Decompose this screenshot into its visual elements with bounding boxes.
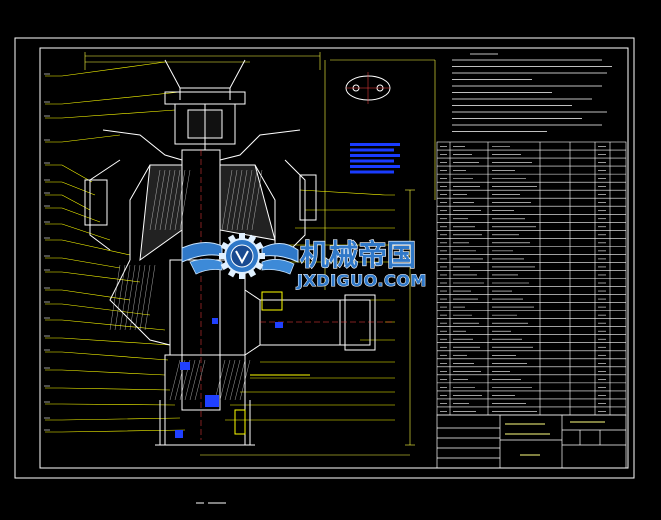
hatch-line <box>246 169 258 231</box>
leader-line <box>45 239 131 256</box>
leader-line <box>45 303 151 316</box>
title-block <box>436 414 627 469</box>
note-line <box>350 159 394 163</box>
hatch-line <box>184 359 196 401</box>
parts-list-table <box>436 141 627 416</box>
hatch-line <box>234 359 246 401</box>
leader-line <box>45 109 176 119</box>
hatch-line <box>114 264 126 331</box>
inner-border <box>39 47 629 469</box>
blue-accents <box>175 318 283 438</box>
hatch-line <box>251 169 263 231</box>
hatch-line <box>214 359 226 401</box>
hatch-line <box>154 169 166 231</box>
leader-line <box>299 189 395 196</box>
blue-note-block <box>350 143 400 174</box>
leader-line <box>45 289 131 301</box>
top-dimensions <box>84 52 436 290</box>
leader-line <box>45 181 96 196</box>
leader-line <box>45 223 111 241</box>
hatch-line <box>179 169 191 231</box>
hatch-line <box>159 169 171 231</box>
hatch-line <box>149 169 161 231</box>
leader-line <box>45 337 171 346</box>
hatch-line <box>221 169 233 231</box>
hatch-line <box>224 359 236 401</box>
yellow-accents <box>234 291 310 435</box>
note-line <box>350 165 400 168</box>
technical-notes <box>452 53 612 132</box>
leader-line <box>45 207 101 223</box>
leader-line <box>45 319 166 331</box>
hatch-line <box>236 169 248 231</box>
hatch-line <box>241 169 253 231</box>
leader-line <box>45 61 166 77</box>
leader-line <box>45 134 121 143</box>
leader-line <box>45 194 91 211</box>
leader-line <box>45 429 186 433</box>
hatch-line <box>144 264 156 331</box>
note-line <box>350 143 400 146</box>
gear-tooth <box>239 233 245 239</box>
leader-tags-left <box>44 73 50 431</box>
section-hatching <box>109 169 263 401</box>
watermark-brand-cn: 机械帝国 <box>300 238 416 272</box>
hatch-line <box>226 169 238 231</box>
outer-border <box>14 37 635 479</box>
watermark-logo: 机械帝国 JXDIGUO.COM <box>181 233 427 291</box>
detail-view-top-right <box>345 72 391 104</box>
leader-line <box>45 369 166 376</box>
crusher-assembly <box>84 59 395 446</box>
hatch-line <box>119 264 131 331</box>
hatch-line <box>219 359 231 401</box>
leader-line <box>45 387 171 391</box>
hatch-line <box>129 264 141 331</box>
leader-line <box>45 417 181 421</box>
hatch-line <box>124 264 136 331</box>
hatch-line <box>239 359 251 401</box>
hatch-line <box>174 169 186 231</box>
leader-line <box>45 164 93 183</box>
title-block-text-marks <box>505 421 605 456</box>
hatch-line <box>109 264 121 331</box>
hatch-line <box>169 169 181 231</box>
hatch-line <box>134 264 146 331</box>
hatch-line <box>164 169 176 231</box>
leader-line <box>45 351 169 361</box>
hatch-line <box>194 359 206 401</box>
watermark-brand-url: JXDIGUO.COM <box>296 271 427 290</box>
note-line <box>350 148 394 152</box>
leader-line <box>45 257 121 269</box>
gear-tooth <box>259 253 265 259</box>
hatch-line <box>139 264 151 331</box>
hatch-line <box>229 359 241 401</box>
hatch-line <box>231 169 243 231</box>
note-line <box>350 170 394 174</box>
leader-line <box>45 91 181 105</box>
hatch-line <box>189 359 201 401</box>
leader-lines-left <box>45 61 186 433</box>
right-dimensions <box>200 189 415 456</box>
hatch-line <box>169 359 181 401</box>
leader-lines-right <box>225 189 395 421</box>
leader-line <box>45 271 141 283</box>
gear-tooth <box>239 273 245 279</box>
note-line <box>350 154 400 157</box>
leader-line <box>45 403 176 406</box>
gear-tooth <box>219 253 225 259</box>
